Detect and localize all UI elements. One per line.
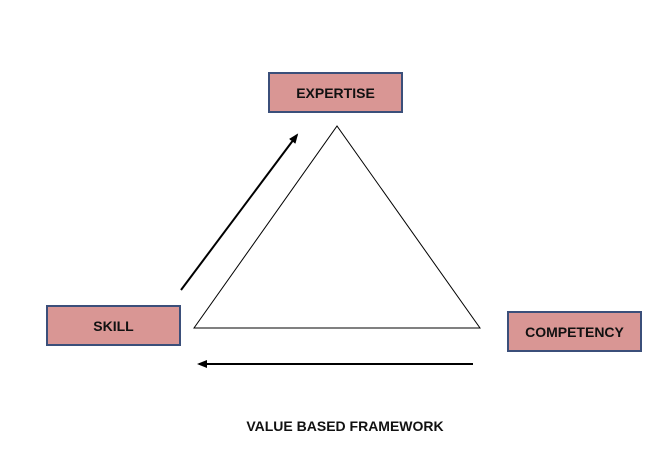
- expertise-label: EXPERTISE: [296, 84, 375, 101]
- skill-box: SKILL: [46, 305, 181, 346]
- expertise-box: EXPERTISE: [268, 72, 403, 113]
- skill-label: SKILL: [93, 317, 134, 334]
- competency-label: COMPETENCY: [525, 323, 624, 340]
- competency-box: COMPETENCY: [507, 311, 642, 352]
- diagram-caption: VALUE BASED FRAMEWORK: [246, 418, 444, 434]
- central-triangle: [193, 125, 481, 329]
- arrow-skill-to-expertise: [180, 133, 299, 291]
